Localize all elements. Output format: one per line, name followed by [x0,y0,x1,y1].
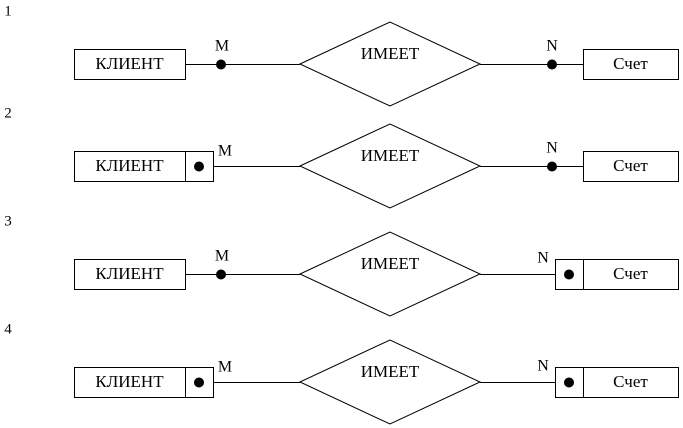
variant-number: 1 [4,3,12,19]
relationship-diamond [298,21,482,107]
relationship-diamond [298,339,482,425]
cardinality-dot-right [547,59,557,70]
cardinality-label-left: M [215,248,229,265]
cardinality-label-left: M [218,359,232,376]
entity-label: Счет [613,54,648,73]
entity-klient: КЛИЕНТ [74,151,186,182]
relationship-imeet: ИМЕЕТ [298,231,482,317]
participation-box-right [555,367,584,398]
relationship-diamond [298,231,482,317]
entity-label: КЛИЕНТ [95,264,164,283]
entity-klient: КЛИЕНТ [74,49,186,80]
entity-label: КЛИЕНТ [95,156,164,175]
cardinality-dot-left [194,377,204,388]
variant-number: 4 [4,321,12,337]
cardinality-label-right: N [537,358,549,375]
relationship-label: ИМЕЕТ [361,146,420,165]
relationship-imeet: ИМЕЕТ [298,339,482,425]
relationship-label: ИМЕЕТ [361,254,420,273]
entity-klient: КЛИЕНТ [74,367,186,398]
cardinality-dot-left [194,161,204,172]
entity-box [74,259,186,290]
entity-box [583,151,679,182]
entity-label: Счет [613,264,648,283]
entity-label: Счет [613,156,648,175]
relationship-imeet: ИМЕЕТ [298,21,482,107]
entity-box [74,49,186,80]
entity-schet: Счет [583,49,679,80]
cardinality-label-right: N [546,140,558,157]
cardinality-dot-left [216,59,226,70]
cardinality-label-left: M [215,38,229,55]
entity-box [74,151,186,182]
entity-schet: Счет [583,367,679,398]
entity-label: КЛИЕНТ [95,54,164,73]
variant-number: 2 [4,105,12,121]
variant-number: 3 [4,213,12,229]
relationship-label: ИМЕЕТ [361,362,420,381]
relationship-diamond [298,123,482,209]
entity-schet: Счет [583,151,679,182]
entity-box [583,259,679,290]
relationship-label: ИМЕЕТ [361,44,420,63]
cardinality-dot-left [216,269,226,280]
cardinality-dot-right [547,161,557,172]
cardinality-dot-right [564,269,574,280]
entity-label: Счет [613,372,648,391]
cardinality-dot-right [564,377,574,388]
entity-box [74,367,186,398]
entity-box [583,49,679,80]
cardinality-label-right: N [546,38,558,55]
cardinality-label-left: M [218,143,232,160]
entity-schet: Счет [583,259,679,290]
cardinality-label-right: N [537,250,549,267]
entity-box [583,367,679,398]
entity-klient: КЛИЕНТ [74,259,186,290]
entity-label: КЛИЕНТ [95,372,164,391]
relationship-imeet: ИМЕЕТ [298,123,482,209]
